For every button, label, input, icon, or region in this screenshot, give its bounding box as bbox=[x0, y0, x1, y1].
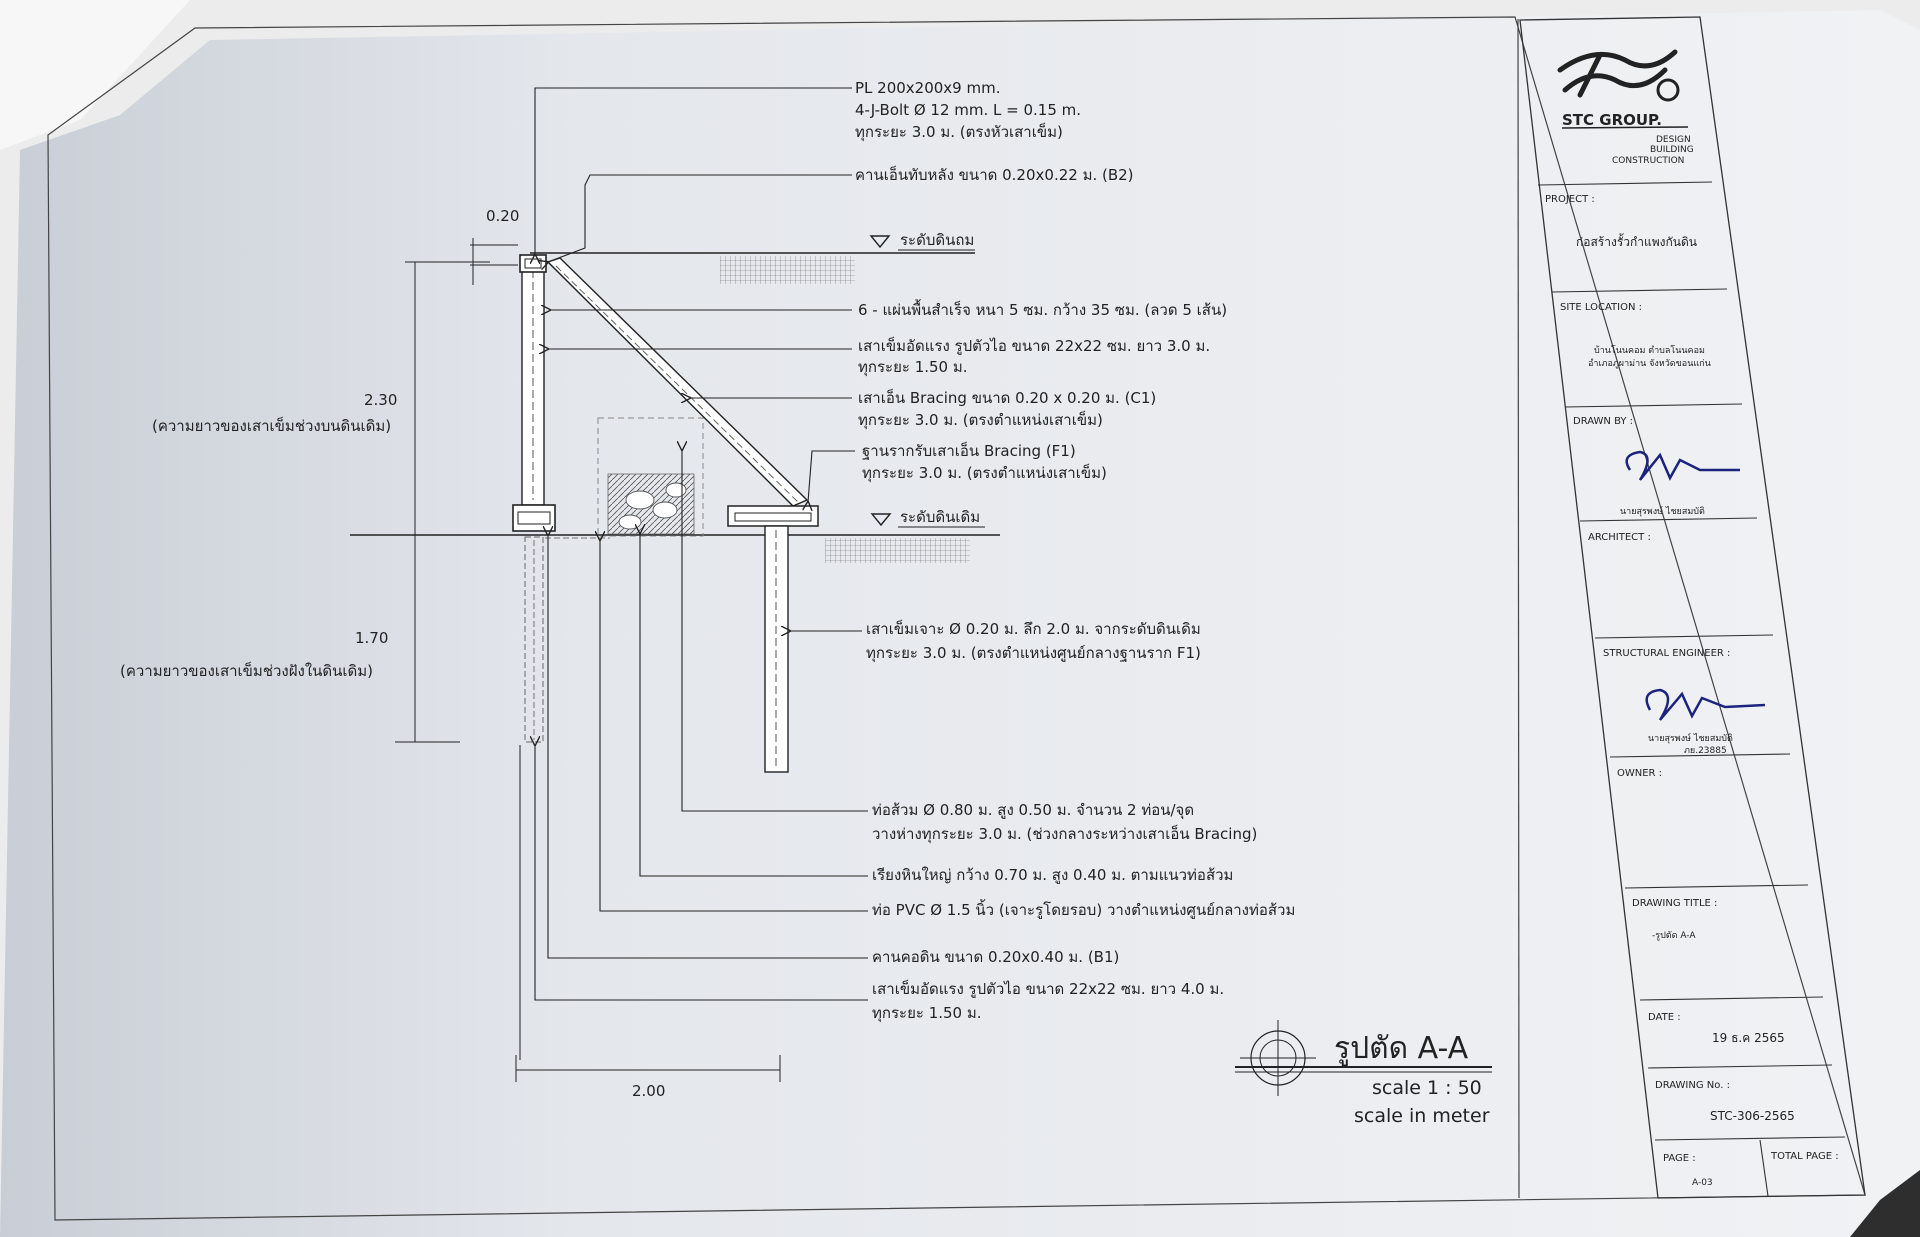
project-label: PROJECT : bbox=[1545, 194, 1595, 205]
note-capping-beam: คานเอ็นทับหลัง ขนาด 0.20x0.22 ม. (B2) bbox=[855, 165, 1134, 184]
dim-lower-desc: (ความยาวของเสาเข็มช่วงฝังในดินเดิม) bbox=[120, 661, 373, 680]
stc-logo bbox=[1557, 49, 1680, 102]
drawing-title-value: -รูปตัด A-A bbox=[1652, 931, 1696, 941]
dim-top-width: 0.20 bbox=[486, 207, 519, 225]
engineer-signature bbox=[1645, 688, 1766, 721]
page-label: PAGE : bbox=[1663, 1153, 1696, 1164]
section-title: รูปตัด A-A bbox=[1334, 1031, 1469, 1066]
existing-soil-hatch bbox=[825, 538, 970, 563]
dim-base-width: 2.00 bbox=[632, 1082, 665, 1100]
note-rocks: เรียงหินใหญ่ กว้าง 0.70 ม. สูง 0.40 ม. ต… bbox=[872, 866, 1233, 884]
date-label: DATE : bbox=[1648, 1012, 1681, 1023]
existing-level-label: ระดับดินเดิม bbox=[900, 508, 980, 526]
section-units: scale in meter bbox=[1354, 1105, 1490, 1127]
main-pile-lower bbox=[524, 536, 544, 743]
company-tagline-1: DESIGN bbox=[1656, 135, 1691, 145]
note-plate-1: PL 200x200x9 mm. bbox=[855, 79, 1001, 97]
company-name: STC GROUP. bbox=[1562, 111, 1662, 129]
note-footing-1: ฐานรากรับเสาเอ็น Bracing (F1) bbox=[862, 441, 1076, 460]
drawing-no-value: STC-306-2565 bbox=[1710, 1109, 1795, 1123]
note-pile-upper-1: เสาเข็มอัดแรง รูปตัวไอ ขนาด 22x22 ซม. ยา… bbox=[858, 336, 1210, 355]
engineer-label: STRUCTURAL ENGINEER : bbox=[1603, 648, 1730, 659]
fill-level-label: ระดับดินถม bbox=[900, 231, 974, 249]
site-label: SITE LOCATION : bbox=[1560, 302, 1642, 313]
note-slabs: 6 - แผ่นพื้นสำเร็จ หนา 5 ซม. กว้าง 35 ซม… bbox=[858, 299, 1227, 319]
note-drain-2: วางห่างทุกระยะ 3.0 ม. (ช่วงกลางระหว่างเส… bbox=[872, 824, 1257, 844]
title-block: STC GROUP. DESIGN BUILDING CONSTRUCTION … bbox=[1519, 16, 1866, 1199]
existing-level-marker bbox=[870, 513, 892, 527]
bored-pile bbox=[764, 525, 789, 773]
note-footing-2: ทุกระยะ 3.0 ม. (ตรงตำแหน่งเสาเข็ม) bbox=[862, 463, 1107, 483]
drawing-no-label: DRAWING No. : bbox=[1655, 1080, 1730, 1091]
owner-label: OWNER : bbox=[1617, 768, 1662, 779]
drawing-title-label: DRAWING TITLE : bbox=[1632, 898, 1717, 909]
note-ground-beam: คานคอดิน ขนาด 0.20x0.40 ม. (B1) bbox=[872, 948, 1119, 966]
engineer-license: ภย.23885 bbox=[1684, 746, 1727, 756]
dim-upper-length: 2.30 bbox=[364, 391, 397, 409]
company-tagline-3: CONSTRUCTION bbox=[1612, 156, 1684, 166]
note-plate-2: 4-J-Bolt Ø 12 mm. L = 0.15 m. bbox=[855, 101, 1081, 119]
note-pile-upper-2: ทุกระยะ 1.50 ม. bbox=[858, 358, 968, 377]
capping-beam bbox=[519, 254, 547, 273]
drawn-by-name: นายสุรพงษ์ ไชยสมบัติ bbox=[1620, 505, 1705, 517]
note-bored-pile-2: ทุกระยะ 3.0 ม. (ตรงตำแหน่งศูนย์กลางฐานรา… bbox=[866, 644, 1201, 663]
note-pile-lower-1: เสาเข็มอัดแรง รูปตัวไอ ขนาด 22x22 ซม. ยา… bbox=[872, 979, 1224, 998]
site-value-2: อำเภอภูผาม่าน จังหวัดขอนแก่น bbox=[1588, 358, 1711, 369]
dim-lower-length: 1.70 bbox=[355, 629, 388, 647]
section-symbol bbox=[1240, 1020, 1316, 1096]
company-tagline-2: BUILDING bbox=[1650, 145, 1694, 155]
date-value: 19 ธ.ค 2565 bbox=[1712, 1031, 1785, 1045]
fill-soil-hatch bbox=[720, 256, 855, 284]
dim-upper-desc: (ความยาวของเสาเข็มช่วงบนดินเดิม) bbox=[152, 416, 391, 435]
note-bored-pile-1: เสาเข็มเจาะ Ø 0.20 ม. ลึก 2.0 ม. จากระดั… bbox=[866, 619, 1201, 638]
drawn-by-label: DRAWN BY : bbox=[1573, 416, 1633, 427]
note-bracing-2: ทุกระยะ 3.0 ม. (ตรงตำแหน่งเสาเข็ม) bbox=[858, 410, 1103, 430]
ground-beam bbox=[512, 504, 556, 532]
engineer-name: นายสุรพงษ์ ไชยสมบัติ bbox=[1648, 732, 1733, 744]
note-drain-1: ท่อส้วม Ø 0.80 ม. สูง 0.50 ม. จำนวน 2 ท่… bbox=[872, 801, 1194, 820]
note-pvc: ท่อ PVC Ø 1.5 นิ้ว (เจาะรูโดยรอบ) วางตำแ… bbox=[872, 899, 1295, 919]
section-scale: scale 1 : 50 bbox=[1372, 1077, 1482, 1099]
footing-f1 bbox=[727, 505, 819, 527]
drawn-by-signature bbox=[1625, 450, 1740, 481]
drain-pipe bbox=[597, 417, 704, 537]
total-page-label: TOTAL PAGE : bbox=[1770, 1151, 1839, 1162]
site-value-1: บ้านโนนคอม ตำบลโนนคอม bbox=[1594, 345, 1705, 356]
project-value: ก่อสร้างรั้วกำแพงกันดิน bbox=[1576, 233, 1697, 249]
section-drawing: ระดับดินถม ระดับดินเดิม PL 200x200x9 mm.… bbox=[120, 79, 1492, 1127]
note-bracing-1: เสาเอ็น Bracing ขนาด 0.20 x 0.20 ม. (C1) bbox=[858, 388, 1156, 407]
page-value: A-03 bbox=[1692, 1178, 1713, 1188]
fill-level-marker bbox=[869, 235, 891, 249]
architect-label: ARCHITECT : bbox=[1588, 532, 1651, 543]
note-plate-3: ทุกระยะ 3.0 ม. (ตรงหัวเสาเข็ม) bbox=[855, 122, 1063, 142]
note-pile-lower-2: ทุกระยะ 1.50 ม. bbox=[872, 1004, 982, 1023]
